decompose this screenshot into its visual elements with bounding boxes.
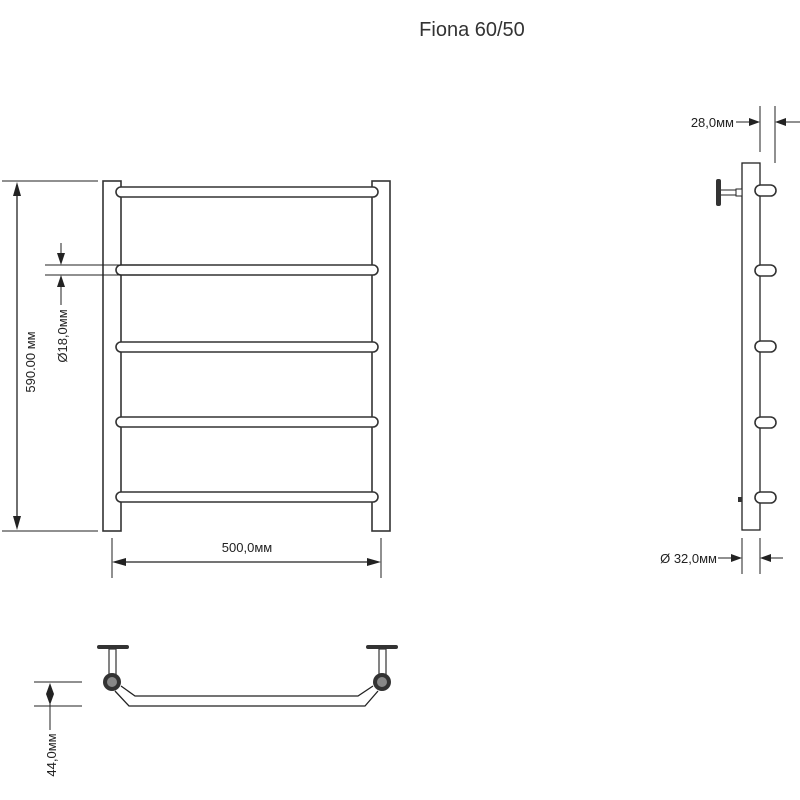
side-view: 28,0мм Ø 32,0мм: [660, 106, 800, 574]
top-rail-inner: [120, 685, 374, 697]
depth-dimension: 28,0мм: [691, 106, 800, 163]
rail: [115, 491, 379, 503]
drawing-title: Fiona 60/50: [419, 19, 525, 41]
bar-diameter-label: Ø18,0мм: [55, 309, 70, 362]
bar-diameter-dimension: Ø18,0мм: [45, 243, 150, 363]
rails: [115, 186, 379, 503]
side-rail-end: [754, 184, 777, 197]
side-rail-end: [754, 340, 777, 353]
rail: [115, 416, 379, 428]
width-dimension: 500,0мм: [111, 538, 382, 578]
right-mount-icon: [366, 645, 398, 691]
pipe-diameter-label: Ø 32,0мм: [660, 551, 717, 566]
right-post: [371, 180, 391, 532]
height-label: 590.00 мм: [23, 331, 38, 392]
offset-label: 44,0мм: [44, 733, 59, 776]
left-post: [102, 180, 122, 532]
rail: [115, 264, 379, 276]
side-rail-end: [754, 416, 777, 429]
rail: [115, 186, 379, 198]
depth-label: 28,0мм: [691, 115, 734, 130]
offset-dimension: 44,0мм: [34, 681, 82, 777]
pipe-diameter-dimension: Ø 32,0мм: [660, 538, 783, 574]
height-dimension: 590.00 мм: [2, 180, 98, 532]
top-rail-outer: [114, 690, 379, 707]
left-mount-icon: [97, 645, 129, 691]
width-label: 500,0мм: [222, 540, 272, 555]
side-rail-end: [754, 264, 777, 277]
front-view: 590.00 мм Ø18,0мм 500,0мм: [2, 180, 391, 578]
side-rail-end: [754, 491, 777, 504]
wall-bracket-icon: [716, 179, 743, 206]
rail: [115, 341, 379, 353]
top-view: 44,0мм: [34, 645, 398, 777]
valve-plug: [738, 497, 742, 502]
